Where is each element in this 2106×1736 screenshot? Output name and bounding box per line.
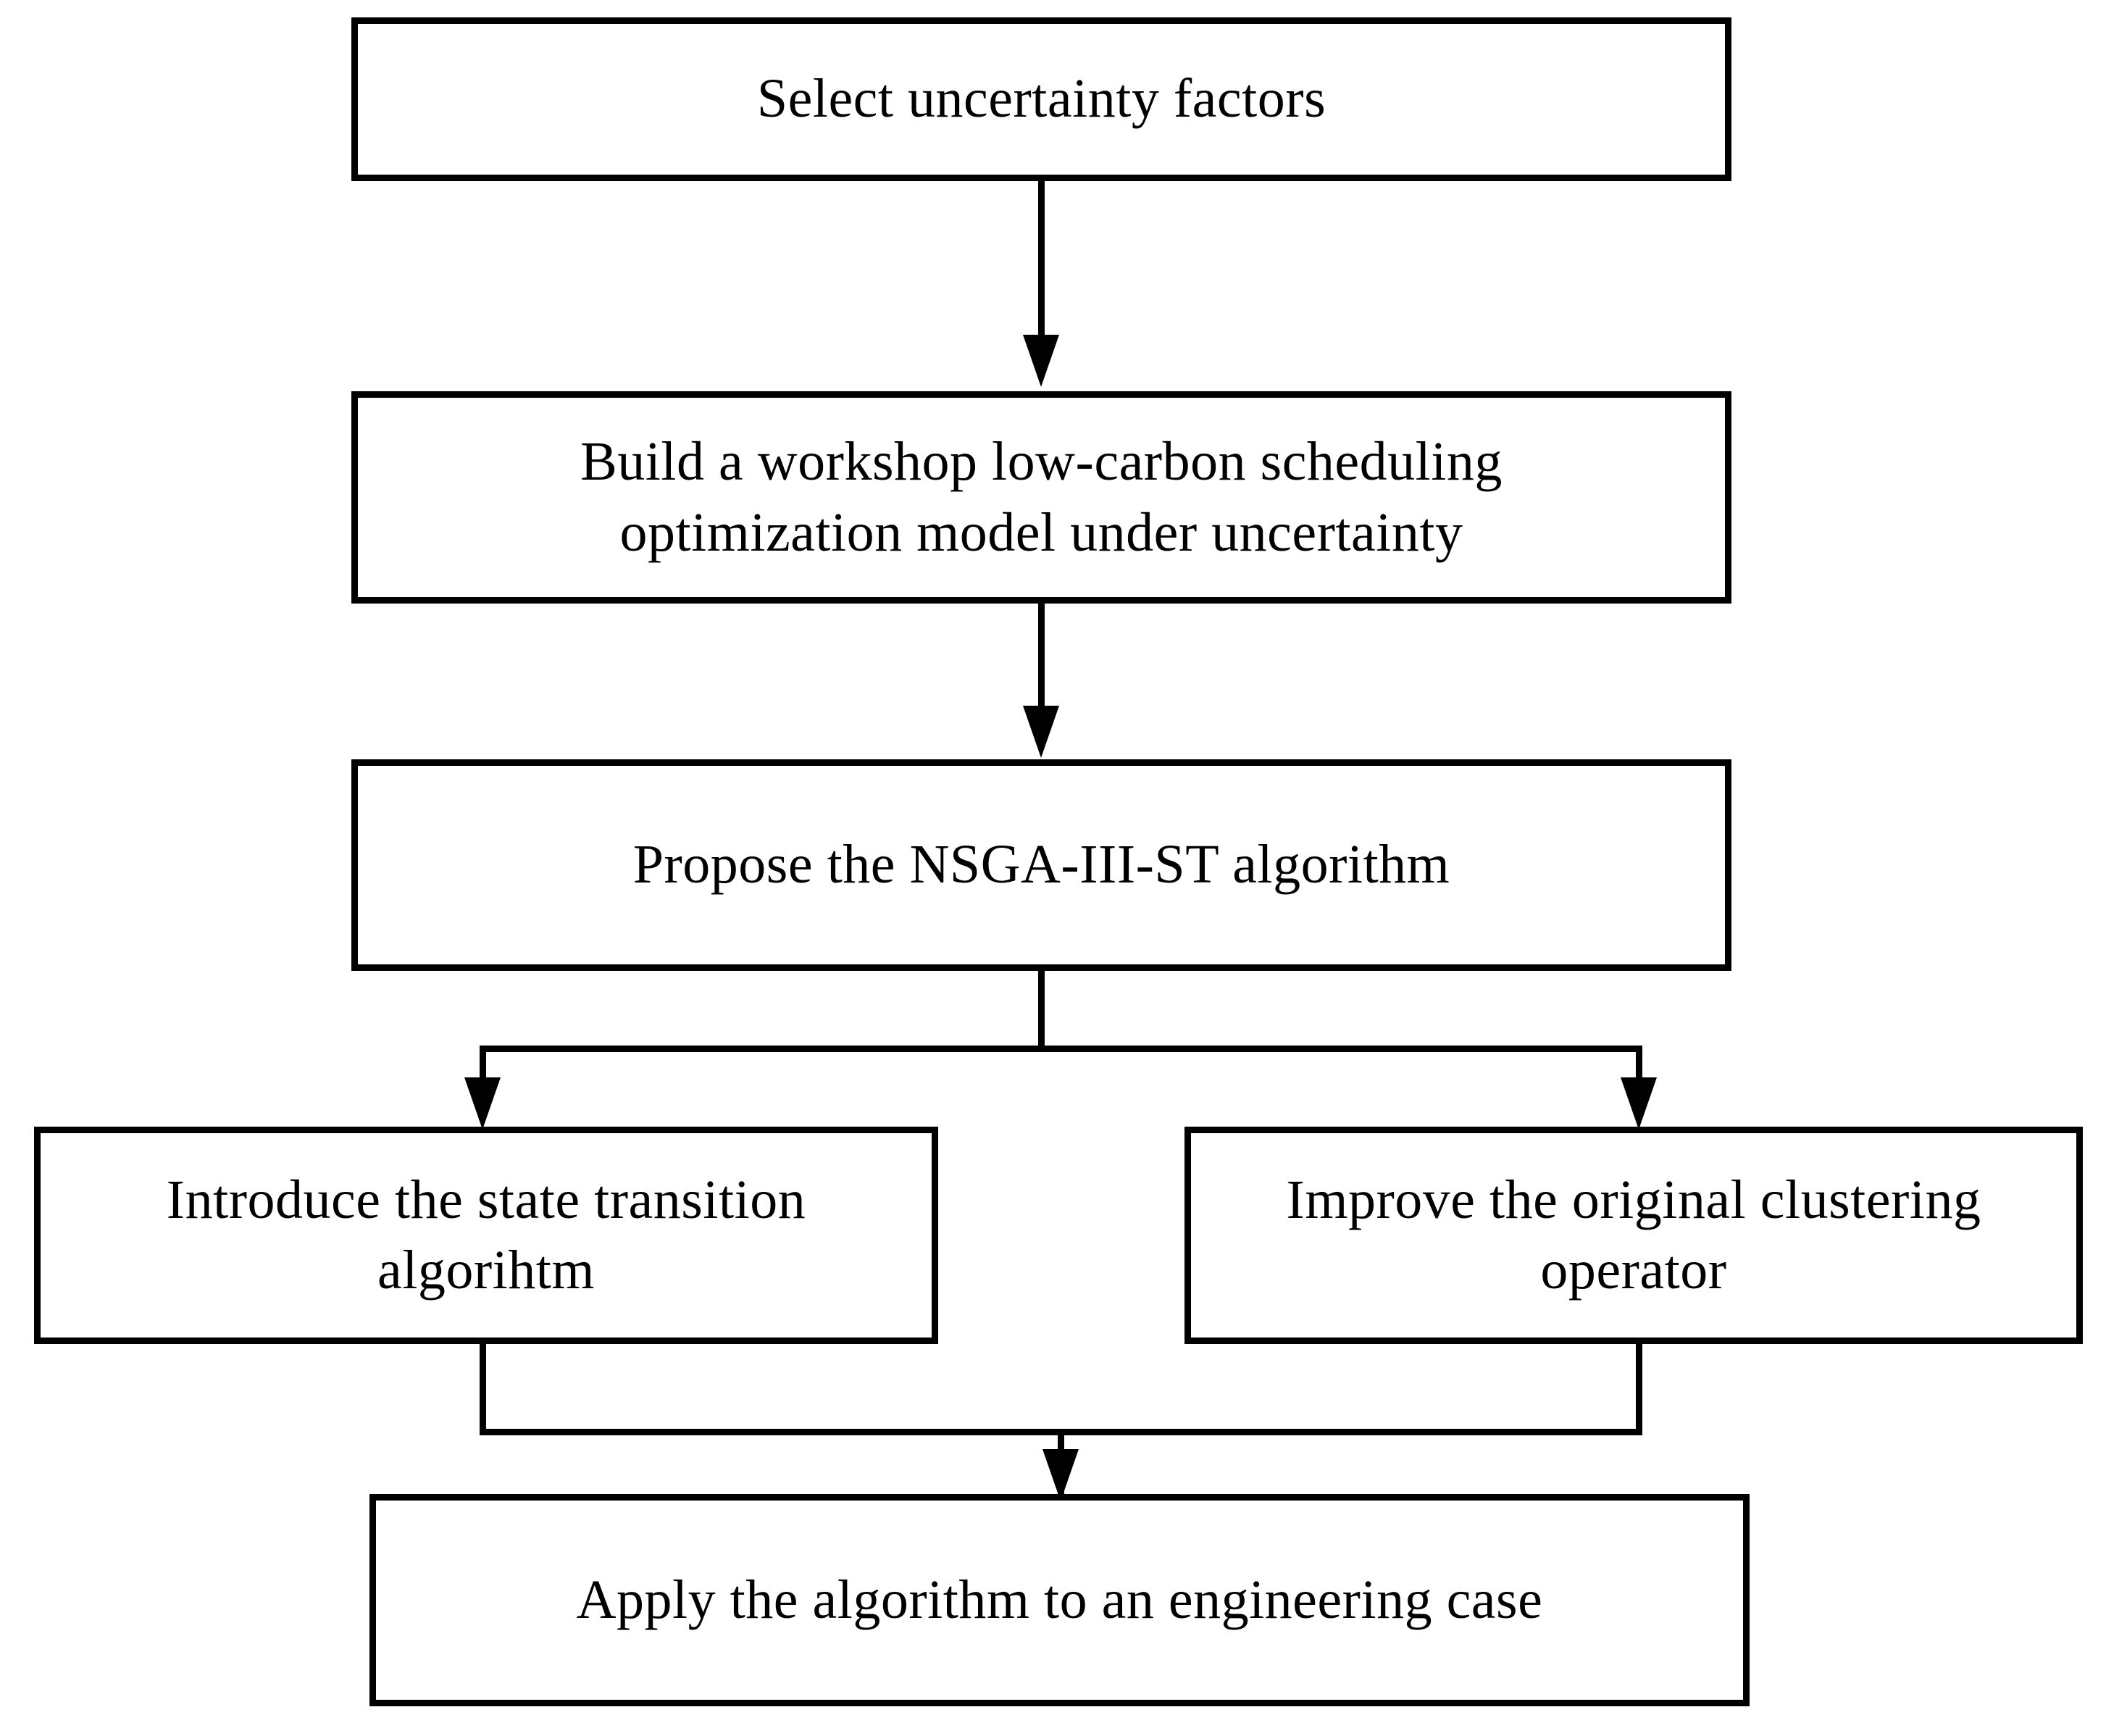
- split-branch-right-arrowhead: [1621, 1077, 1657, 1130]
- split-bus-stem: [1038, 971, 1045, 1051]
- flow-node-label: Apply the algorithm to an engineering ca…: [576, 1569, 1543, 1630]
- flow-node-label: Improve the original clustering operator: [1286, 1169, 1981, 1301]
- split-branch-left-drop: [480, 1046, 486, 1098]
- split-bus-bar: [480, 1046, 1642, 1052]
- flow-node-label: Build a workshop low-carbon scheduling o…: [580, 431, 1503, 563]
- connector-n1-n2-arrowhead: [1023, 335, 1059, 387]
- connector-n2-n3-line: [1038, 604, 1045, 709]
- flow-node-introduce-state-transition[interactable]: Introduce the state transition algorihtm: [34, 1127, 938, 1344]
- connector-n2-n3-arrowhead: [1023, 706, 1059, 758]
- merge-branch-right-riser: [1636, 1344, 1642, 1435]
- flow-node-build-low-carbon-model[interactable]: Build a workshop low-carbon scheduling o…: [351, 391, 1731, 604]
- flow-node-label: Select uncertainty factors: [756, 68, 1326, 130]
- connector-n1-n2-line: [1038, 181, 1045, 338]
- flow-node-select-uncertainty-factors[interactable]: Select uncertainty factors: [351, 17, 1731, 181]
- split-branch-left-arrowhead: [464, 1077, 501, 1130]
- flow-node-label: Introduce the state transition algorihtm: [166, 1169, 806, 1301]
- merge-bus-arrowhead: [1042, 1449, 1079, 1501]
- flow-node-label: Propose the NSGA-III-ST algorithm: [632, 834, 1450, 896]
- flow-node-apply-algorithm-engineering-case[interactable]: Apply the algorithm to an engineering ca…: [369, 1494, 1750, 1706]
- merge-branch-left-riser: [480, 1344, 486, 1435]
- split-branch-right-drop: [1636, 1046, 1642, 1098]
- flow-node-propose-nsga-iii-st[interactable]: Propose the NSGA-III-ST algorithm: [351, 759, 1731, 971]
- flow-node-improve-clustering-operator[interactable]: Improve the original clustering operator: [1184, 1127, 2083, 1344]
